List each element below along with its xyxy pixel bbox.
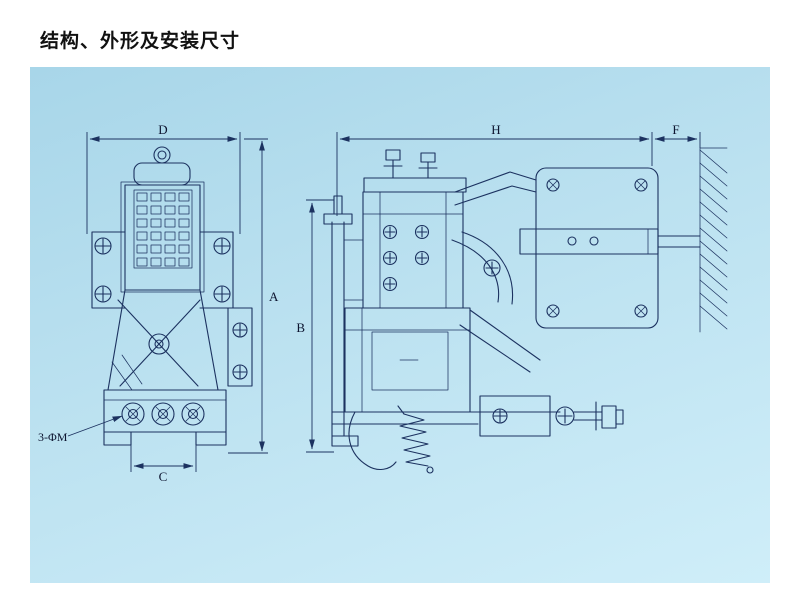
front-view-right-bracket <box>199 231 234 309</box>
technical-drawing: D A <box>38 122 728 484</box>
dim-label-d: D <box>158 122 167 137</box>
dim-label-b: B <box>296 320 305 335</box>
side-view-bottom-rail <box>331 411 561 471</box>
front-view-dim-a: A <box>228 138 279 454</box>
side-view: H F B <box>296 122 728 474</box>
front-view-right-column <box>227 307 253 387</box>
dim-label-c: C <box>159 469 168 484</box>
page-title: 结构、外形及安装尺寸 <box>40 31 241 52</box>
mounting-holes-label: 3-ΦM <box>38 430 68 444</box>
side-view-left-channel <box>323 195 364 447</box>
front-view-dim-c: C <box>130 436 197 484</box>
front-view-dim-d: D <box>86 122 241 234</box>
wall-hatching <box>699 147 728 333</box>
drawing-panel: D A <box>30 67 770 583</box>
side-view-dim-h: H <box>336 122 653 216</box>
side-view-magnet-body <box>344 307 471 413</box>
side-view-coil-block <box>362 191 464 309</box>
front-view-base <box>103 389 227 446</box>
side-view-moving-arm <box>451 171 541 373</box>
plate-hole <box>634 304 648 318</box>
side-view-mounting-plate <box>519 167 701 329</box>
front-view-top-bolt <box>133 146 191 186</box>
front-view-holes-callout: 3-ΦM <box>38 415 123 444</box>
mounting-hole-right <box>181 402 205 426</box>
side-view-dim-b: B <box>296 199 334 453</box>
mounting-hole-center <box>151 402 175 426</box>
side-view-lower-link <box>479 395 624 437</box>
front-view-mechanism <box>107 289 219 391</box>
mounting-hole-left <box>121 402 145 426</box>
front-view-left-bracket <box>91 231 126 309</box>
plate-hole <box>546 178 560 192</box>
dim-label-h: H <box>491 122 500 137</box>
dim-label-a: A <box>269 289 279 304</box>
front-view-contact-stack <box>120 181 205 293</box>
dim-label-f: F <box>672 122 679 137</box>
plate-hole <box>634 178 648 192</box>
front-view: D A <box>38 122 279 484</box>
return-spring <box>397 405 434 474</box>
side-view-dim-f: F <box>654 122 701 148</box>
side-view-top-bolts <box>363 149 467 193</box>
plate-hole <box>546 304 560 318</box>
